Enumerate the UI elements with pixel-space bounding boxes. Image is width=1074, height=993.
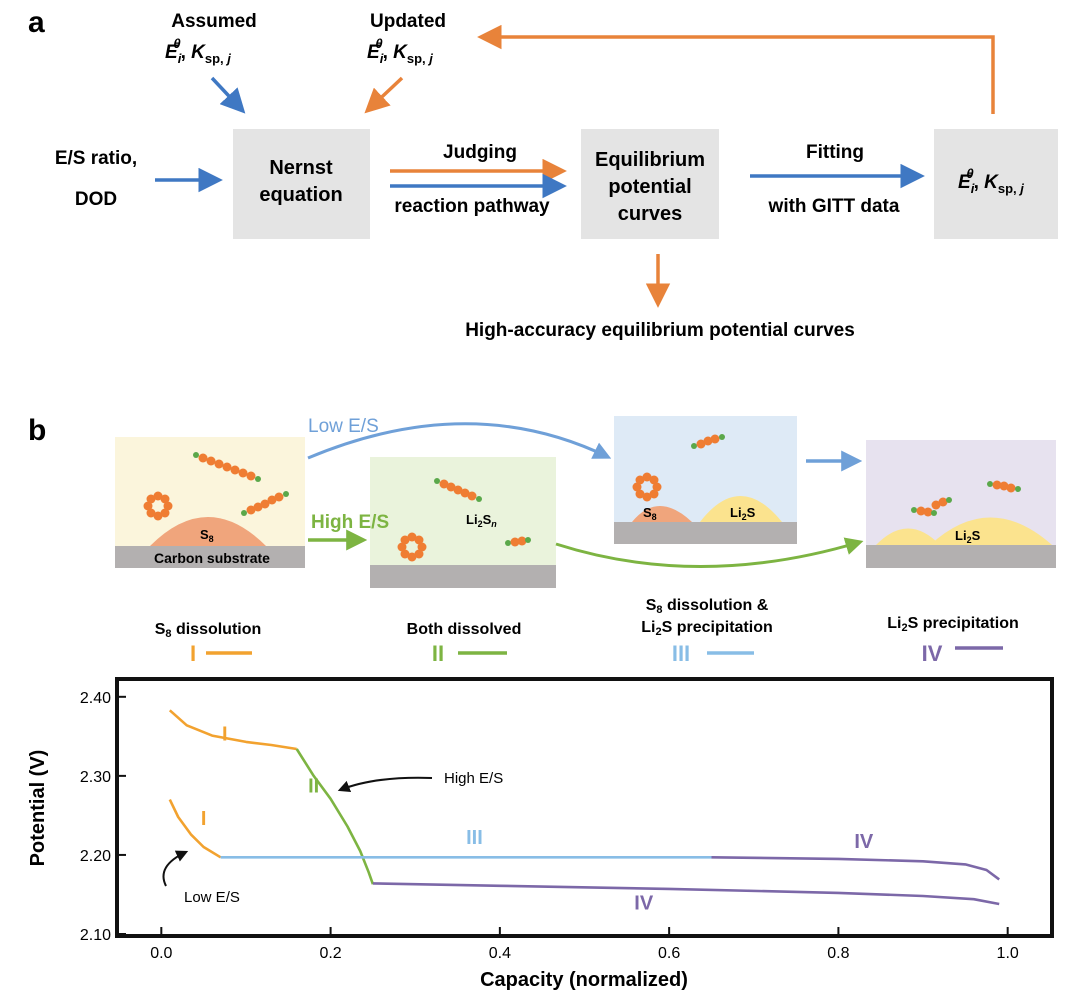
nernst-box [233,129,370,239]
schematic-box-4: Li2S [866,440,1056,568]
high-es-annotation-arrow [337,776,433,793]
judging-bottom: reaction pathway [394,196,550,217]
updated-params: Eiθ, Ksp, j [367,36,433,66]
assumed-label: Assumed [171,11,257,32]
y-tick-label: 2.20 [80,848,111,865]
y-tick-label: 2.40 [80,690,111,707]
panel-b-label: b [28,414,46,447]
stage3-desc-line1: S8 dissolution & [646,597,769,616]
schematic-box-3: S8 Li2S [614,416,797,544]
panel-b: b S8 Carbon substrate [28,414,1056,666]
s8-ring-3 [632,472,662,502]
input-line1: E/S ratio, [55,148,137,169]
input-line2: DOD [75,189,117,210]
series-line-i-0 [168,709,297,751]
x-axis-label: Capacity (normalized) [480,969,688,991]
panel-a: a Assumed Eiθ, Ksp, j Updated Eiθ, Ksp, … [28,6,1058,341]
series-line-iv-2 [372,882,1000,906]
updated-arrow [364,76,404,114]
panel-a-label: a [28,6,45,39]
short-chain-1 [241,491,289,516]
y-axis-label: Potential (V) [27,750,49,867]
result-params: Eiθ, Ksp, j [958,166,1024,196]
stage-mark-label: II [308,775,319,797]
equilibrium-line1: Equilibrium [595,149,705,171]
li2s-label-3: Li2S [730,505,756,522]
nernst-line2: equation [259,184,342,206]
schematic-box-1: S8 Carbon substrate [115,437,305,568]
polysulfide-chain [193,452,261,482]
series-lines [168,709,1000,906]
stage4-roman: IV [922,641,943,666]
output-label: High-accuracy equilibrium potential curv… [465,320,855,341]
x-tick-label: 0.4 [489,945,511,962]
y-tick-label: 2.10 [80,927,111,944]
stage2-desc: Both dissolved [407,621,522,638]
chart-frame [115,677,1054,938]
stage2-roman: II [432,641,444,666]
x-tick-label: 0.0 [150,945,172,962]
low-es-label: Low E/S [308,416,379,437]
s8-label-3: S8 [643,505,657,522]
schematic-box-2: Li2Sn [370,457,556,588]
low-es-annotation-arrow [162,850,189,887]
updated-label: Updated [370,11,446,32]
stage3-desc-line2: Li2S precipitation [641,619,772,638]
stage1-roman: I [190,641,196,666]
low-es-arrow [307,422,612,460]
x-tick-label: 0.2 [319,945,341,962]
stage-mark-label: III [466,827,483,849]
stage1-desc: S8 dissolution [155,621,262,640]
equilibrium-line2: potential [608,176,691,198]
x-ticks: 0.0 0.2 0.4 0.6 0.8 1.0 [150,927,1019,962]
x-tick-label: 1.0 [997,945,1019,962]
s8-label-1: S8 [200,527,214,544]
result-box [934,129,1058,239]
series-line-iv-5 [711,856,1000,881]
x-tick-label: 0.6 [658,945,680,962]
high-es-label: High E/S [311,512,389,533]
high-es-arrow [555,537,864,568]
s8-ring-2 [397,532,427,562]
equilibrium-line3: curves [618,203,683,225]
nernst-line1: Nernst [269,157,333,179]
stage3-roman: III [672,641,690,666]
stage-mark-label: I [201,808,207,830]
s8-ring-1 [143,491,173,521]
x-tick-label: 0.8 [827,945,849,962]
high-es-annotation: High E/S [444,770,503,787]
stage-mark-label: IV [634,892,654,914]
assumed-params: Eiθ, Ksp, j [165,36,231,66]
feedback-arrow [477,24,995,114]
low-es-annotation: Low E/S [184,889,240,906]
equilibrium-box [581,129,719,239]
assumed-arrow [210,76,246,114]
y-ticks: 2.10 2.20 2.30 2.40 [80,690,126,944]
stage-mark-label: IV [854,831,874,853]
stage4-desc: Li2S precipitation [887,615,1018,634]
y-tick-label: 2.30 [80,769,111,786]
fitting-bottom: with GITT data [768,196,900,217]
li2s-label-4: Li2S [955,528,981,545]
stage-mark-label: I [222,723,228,745]
fitting-top: Fitting [806,142,864,163]
series-line-ii-1 [295,748,375,885]
carbon-substrate-label: Carbon substrate [154,550,270,566]
judging-top: Judging [443,142,517,163]
li2sn-label: Li2Sn [466,512,497,529]
series-line-i-3 [168,799,222,859]
